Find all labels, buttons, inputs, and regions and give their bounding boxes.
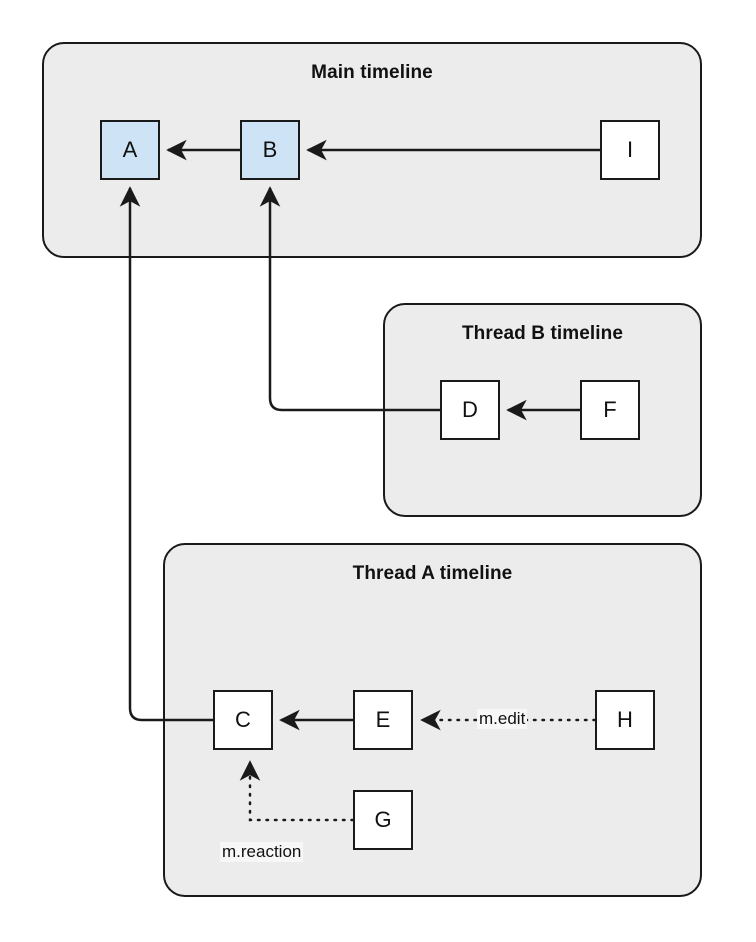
node-H[interactable]: H	[595, 690, 655, 750]
node-A-label: A	[122, 137, 138, 162]
edge-g-to-c	[239, 760, 355, 822]
node-D[interactable]: D	[440, 380, 500, 440]
node-E-label: E	[375, 707, 391, 732]
node-I-label: I	[626, 137, 634, 162]
edge-label-m-edit: m.edit	[477, 709, 528, 729]
node-C-label: C	[235, 707, 251, 732]
node-H-label: H	[617, 707, 633, 732]
node-C[interactable]: C	[213, 690, 273, 750]
node-B[interactable]: B	[240, 120, 300, 180]
group-title-thread-a-timeline: Thread A timeline	[352, 563, 513, 584]
node-G[interactable]: G	[353, 790, 413, 850]
node-I[interactable]: I	[600, 120, 660, 180]
node-F-label: F	[603, 397, 617, 422]
node-B-label: B	[262, 137, 278, 162]
edge-label-m-reaction: m.reaction	[220, 842, 304, 862]
edge-c-to-a	[119, 186, 213, 722]
node-F[interactable]: F	[580, 380, 640, 440]
node-G-label: G	[374, 807, 392, 832]
group-title-main-timeline: Main timeline	[311, 62, 433, 83]
group-title-thread-b-timeline: Thread B timeline	[461, 323, 624, 344]
edge-d-to-b	[259, 186, 440, 412]
node-D-label: D	[462, 397, 478, 422]
node-E[interactable]: E	[353, 690, 413, 750]
node-A[interactable]: A	[100, 120, 160, 180]
